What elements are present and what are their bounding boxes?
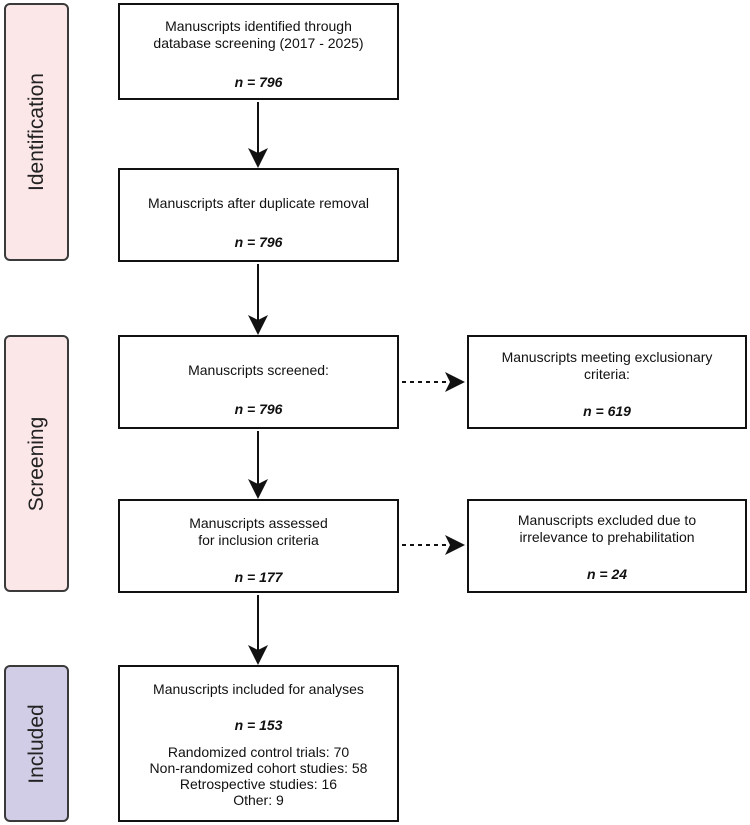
assessed-box: Manuscripts assessed for inclusion crite… bbox=[118, 499, 399, 593]
assessed-box-line2: for inclusion criteria bbox=[198, 532, 319, 548]
excluded-box-line2: irrelevance to prehabilitation bbox=[519, 529, 695, 545]
identified-box-line1: Manuscripts identified through bbox=[165, 18, 352, 34]
identified-box-line2: database screening (2017 - 2025) bbox=[153, 35, 364, 51]
exclusionary-box: Manuscripts meeting exclusionary criteri… bbox=[467, 335, 747, 429]
exclusionary-box-count: n = 619 bbox=[583, 403, 631, 419]
screened-box: Manuscripts screened: n = 796 bbox=[118, 335, 399, 429]
phase-identification: Identification bbox=[4, 3, 69, 261]
duplicates-box: Manuscripts after duplicate removal n = … bbox=[118, 168, 399, 262]
duplicates-box-line1: Manuscripts after duplicate removal bbox=[148, 195, 369, 211]
included-detail-item: Randomized control trials: 70 bbox=[167, 744, 350, 760]
screened-box-line1: Manuscripts screened: bbox=[188, 362, 329, 378]
identified-box: Manuscripts identified through database … bbox=[118, 3, 399, 100]
exclusionary-box-line1: Manuscripts meeting exclusionary bbox=[501, 349, 713, 365]
included-detail-item: Retrospective studies: 16 bbox=[179, 776, 338, 792]
included-detail-item: Non-randomized cohort studies: 58 bbox=[149, 760, 368, 776]
excluded-box-count: n = 24 bbox=[586, 566, 628, 582]
excluded-box-line1: Manuscripts excluded due to bbox=[517, 512, 697, 528]
identified-box-count: n = 796 bbox=[234, 74, 283, 90]
duplicates-box-count: n = 796 bbox=[234, 234, 283, 250]
included-detail-item: Other: 9 bbox=[233, 792, 284, 808]
excluded-box: Manuscripts excluded due to irrelevance … bbox=[467, 499, 747, 593]
exclusionary-box-line2: criteria: bbox=[584, 366, 630, 382]
included-box-count: n = 153 bbox=[234, 717, 283, 733]
assessed-box-count: n = 177 bbox=[234, 569, 283, 585]
included-box-line1: Manuscripts included for analyses bbox=[153, 681, 364, 697]
phase-included: Included bbox=[4, 665, 69, 822]
phase-screening: Screening bbox=[4, 335, 69, 592]
screened-box-count: n = 796 bbox=[234, 401, 283, 417]
assessed-box-line1: Manuscripts assessed bbox=[189, 515, 328, 531]
included-box: Manuscripts included for analyses n = 15… bbox=[118, 665, 399, 822]
